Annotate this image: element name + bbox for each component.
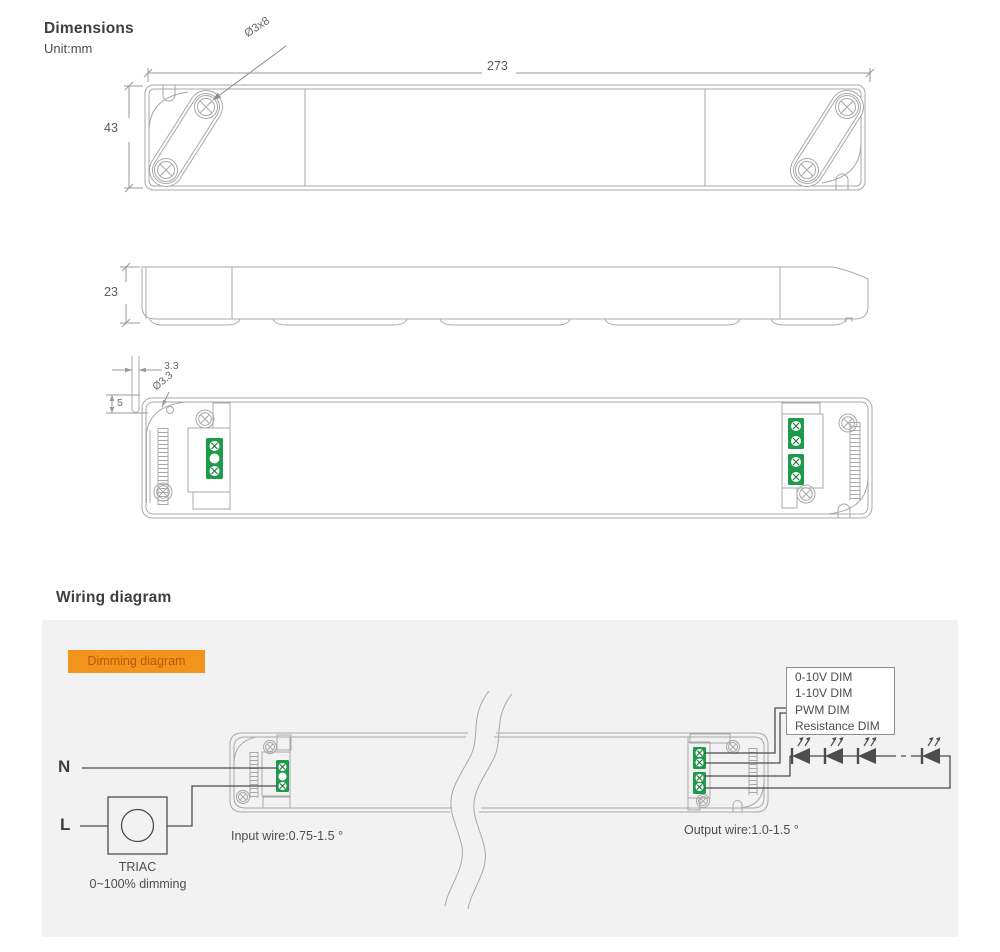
bottom-view-dimensions bbox=[106, 367, 170, 414]
wiring-driver-terminals bbox=[276, 747, 706, 794]
dim-mode-1-10v: 1-10V DIM bbox=[795, 686, 853, 701]
output-wire-spec: Output wire:1.0-1.5 ° bbox=[684, 823, 799, 837]
bottom-view-terminals bbox=[206, 418, 804, 485]
dimmer-range-label: 0~100% dimming bbox=[89, 877, 187, 891]
wiring-title: Wiring diagram bbox=[56, 589, 172, 606]
dim-mode-resistance: Resistance DIM bbox=[795, 718, 880, 733]
side-view-drawing bbox=[141, 266, 869, 326]
dimming-diagram-badge: Dimming diagram bbox=[68, 650, 205, 673]
wiring-circuit-lines bbox=[80, 707, 951, 855]
dimmer-name-label: TRIAC bbox=[118, 860, 157, 874]
side-view-dimensions bbox=[120, 262, 140, 328]
width-dim-label: 43 bbox=[104, 121, 118, 135]
bottom-view-drawing bbox=[131, 356, 873, 519]
neutral-label: N bbox=[58, 757, 71, 776]
dim-mode-pwm: PWM DIM bbox=[795, 702, 850, 717]
unit-label: Unit:mm bbox=[44, 41, 93, 56]
height-dim-label: 23 bbox=[104, 285, 118, 299]
end-gap-dim-label: 5 bbox=[117, 397, 123, 409]
dimensions-title: Dimensions bbox=[44, 20, 134, 37]
input-wire-spec: Input wire:0.75-1.5 ° bbox=[231, 829, 344, 843]
dim-mode-0-10v: 0-10V DIM bbox=[795, 670, 853, 684]
top-view-dimensions bbox=[124, 45, 875, 193]
live-label: L bbox=[60, 815, 71, 834]
top-view-drawing bbox=[144, 84, 866, 191]
length-dim-label: 273 bbox=[487, 59, 508, 73]
dim-modes-box: 0-10V DIM 1-10V DIM PWM DIM Resistance D… bbox=[786, 667, 895, 735]
wiring-driver-drawing bbox=[229, 690, 769, 910]
slot-width-dim-label: 3.3 bbox=[164, 360, 179, 372]
